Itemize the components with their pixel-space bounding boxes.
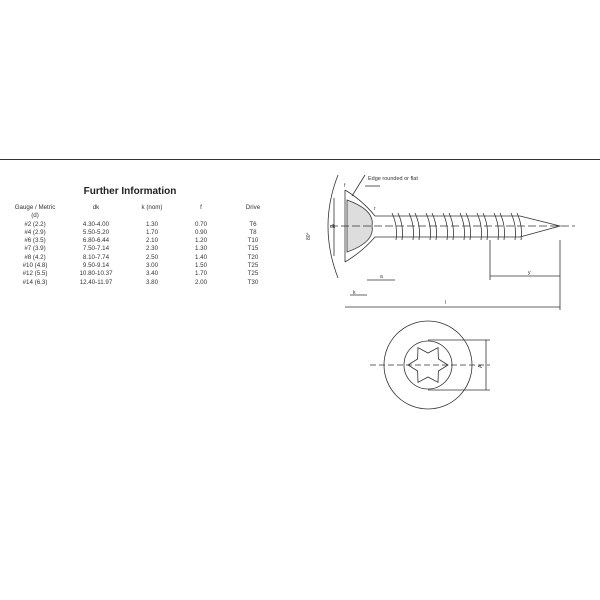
head-arc xyxy=(327,174,339,279)
table-cell: #8 (4.2) xyxy=(24,253,46,261)
table-cell: #12 (5.5) xyxy=(22,270,48,278)
table-cell: T25 xyxy=(247,270,259,278)
table-row: #2 (2.2) 4.30-4.00 1.30 0.70 T6 xyxy=(5,221,281,229)
thread xyxy=(442,212,454,241)
specs-table: Gauge / Metric dk k (nom) f Drive (d) #2… xyxy=(5,204,281,287)
table-cell: 2.30 xyxy=(145,245,159,253)
label-A: A xyxy=(478,364,484,368)
table-cell: 1.20 xyxy=(194,237,208,245)
table-row: #6 (3.5) 6.80-6.44 2.10 1.20 T10 xyxy=(5,237,281,245)
table-cell: T8 xyxy=(249,228,257,236)
table-cell: 10.80-10.37 xyxy=(79,270,113,278)
table-cell: 2.50 xyxy=(145,253,159,261)
table-cell: T30 xyxy=(247,278,259,286)
table-cell: #2 (2.2) xyxy=(24,220,46,228)
header-drive: Drive xyxy=(245,204,261,211)
divider xyxy=(0,159,600,160)
table-cell: T6 xyxy=(249,220,257,228)
thread xyxy=(425,212,437,241)
table-cell: 2.00 xyxy=(194,278,208,286)
table-cell: #4 (2.9) xyxy=(24,228,46,236)
table-cell: 8.10-7.74 xyxy=(82,253,110,261)
label-angle: 80° xyxy=(306,232,312,240)
label-r: r xyxy=(374,206,376,212)
header-k: k (nom) xyxy=(141,204,163,211)
table-cell: 1.50 xyxy=(194,262,208,270)
table-header-row: Gauge / Metric dk k (nom) f Drive xyxy=(5,204,281,212)
table-cell: 3.80 xyxy=(145,278,159,286)
label-f: f xyxy=(344,183,346,189)
header-f: f xyxy=(200,204,202,211)
label-l: l xyxy=(445,300,446,306)
section-title: Further Information xyxy=(83,186,177,197)
table-cell: T25 xyxy=(247,262,259,270)
table-cell: #10 (4.8) xyxy=(22,262,48,270)
table-row: #12 (5.5) 10.80-10.37 3.40 1.70 T25 xyxy=(5,270,281,278)
thread xyxy=(391,212,403,241)
table-row: #14 (6.3) 12.40-11.97 3.80 2.00 T30 xyxy=(5,279,281,287)
head-outline xyxy=(344,189,380,263)
table-cell: 5.50-5.20 xyxy=(82,228,110,236)
thread xyxy=(493,212,505,241)
thread xyxy=(459,212,471,241)
table-cell: 1.70 xyxy=(194,270,208,278)
threads xyxy=(391,212,522,241)
table-cell: 9.50-9.14 xyxy=(82,262,110,270)
header-dk: dk xyxy=(92,204,100,211)
table-cell: 0.90 xyxy=(194,228,208,236)
header-d: (d) xyxy=(31,212,39,220)
table-cell: 6.80-6.44 xyxy=(82,237,110,245)
table-cell: T10 xyxy=(247,237,259,245)
edge-note: Edge rounded or flat xyxy=(368,176,418,182)
table-row: #8 (4.2) 8.10-7.74 2.50 1.40 T20 xyxy=(5,254,281,262)
table-cell: 1.30 xyxy=(145,220,159,228)
table-cell: 2.10 xyxy=(145,237,159,245)
table-row: #4 (2.9) 5.50-5.20 1.70 0.90 T8 xyxy=(5,229,281,237)
thread xyxy=(408,212,420,241)
table-cell: 12.40-11.97 xyxy=(79,278,113,286)
table-cell: 3.00 xyxy=(145,262,159,270)
table-cell: 7.50-7.14 xyxy=(82,245,110,253)
header-gauge: Gauge / Metric xyxy=(14,204,56,211)
thread xyxy=(476,212,488,241)
table-row: #10 (4.8) 9.50-9.14 3.00 1.50 T25 xyxy=(5,262,281,270)
table-cell: #7 (3.9) xyxy=(24,245,46,253)
label-a: a xyxy=(380,274,383,280)
table-cell: T15 xyxy=(247,245,259,253)
table-cell: T20 xyxy=(247,253,259,261)
label-y: y xyxy=(528,270,531,276)
table-cell: 4.30-4.00 xyxy=(82,220,110,228)
table-cell: 1.70 xyxy=(145,228,159,236)
table-cell: 1.30 xyxy=(194,245,208,253)
label-dk: dk xyxy=(330,224,336,230)
table-cell: 3.40 xyxy=(145,270,159,278)
table-cell: #14 (6.3) xyxy=(22,278,48,286)
table-cell: 0.70 xyxy=(194,220,208,228)
label-k: k xyxy=(353,290,356,296)
table-cell: #6 (3.5) xyxy=(24,237,46,245)
thread xyxy=(510,212,522,241)
table-cell: 1.40 xyxy=(194,253,208,261)
table-row: #7 (3.9) 7.50-7.14 2.30 1.30 T15 xyxy=(5,245,281,253)
tip xyxy=(519,215,562,238)
